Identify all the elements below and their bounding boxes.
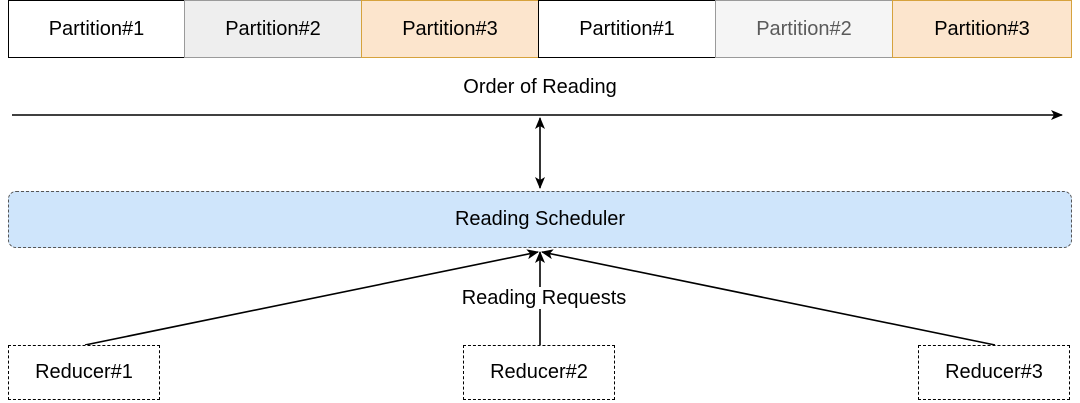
reading-scheduler-label: Reading Scheduler: [454, 208, 626, 230]
reducer-box-2: Reducer#2: [463, 345, 615, 400]
partition-label-3: Partition#3: [402, 17, 498, 40]
partition-box-1: Partition#1: [8, 0, 185, 58]
reading-scheduler-box: Reading Scheduler: [8, 191, 1072, 248]
partition-box-5: Partition#2: [715, 0, 893, 58]
order-of-reading-label: Order of Reading: [463, 76, 617, 98]
reducer-label-3: Reducer#3: [945, 361, 1043, 383]
partition-box-6: Partition#3: [892, 0, 1072, 58]
reading-requests-text: Reading Requests: [459, 287, 629, 309]
partition-label-4: Partition#1: [579, 17, 675, 40]
reducer-box-1: Reducer#1: [8, 345, 160, 400]
reading-requests-label: Reading Requests: [444, 287, 644, 310]
partition-box-4: Partition#1: [538, 0, 716, 58]
reducer-1-request-arrow: [84, 249, 539, 346]
partition-label-5: Partition#2: [756, 17, 852, 40]
partition-label-1: Partition#1: [48, 17, 145, 40]
partition-box-3: Partition#3: [361, 0, 539, 58]
partition-label-2: Partition#2: [225, 17, 321, 40]
partition-label-6: Partition#3: [934, 17, 1030, 40]
reducer-label-2: Reducer#2: [490, 361, 588, 383]
partition-box-2: Partition#2: [184, 0, 362, 58]
reducer-label-1: Reducer#1: [35, 361, 133, 383]
reducer-box-3: Reducer#3: [918, 345, 1070, 400]
reducer-3-request-arrow: [541, 249, 996, 346]
